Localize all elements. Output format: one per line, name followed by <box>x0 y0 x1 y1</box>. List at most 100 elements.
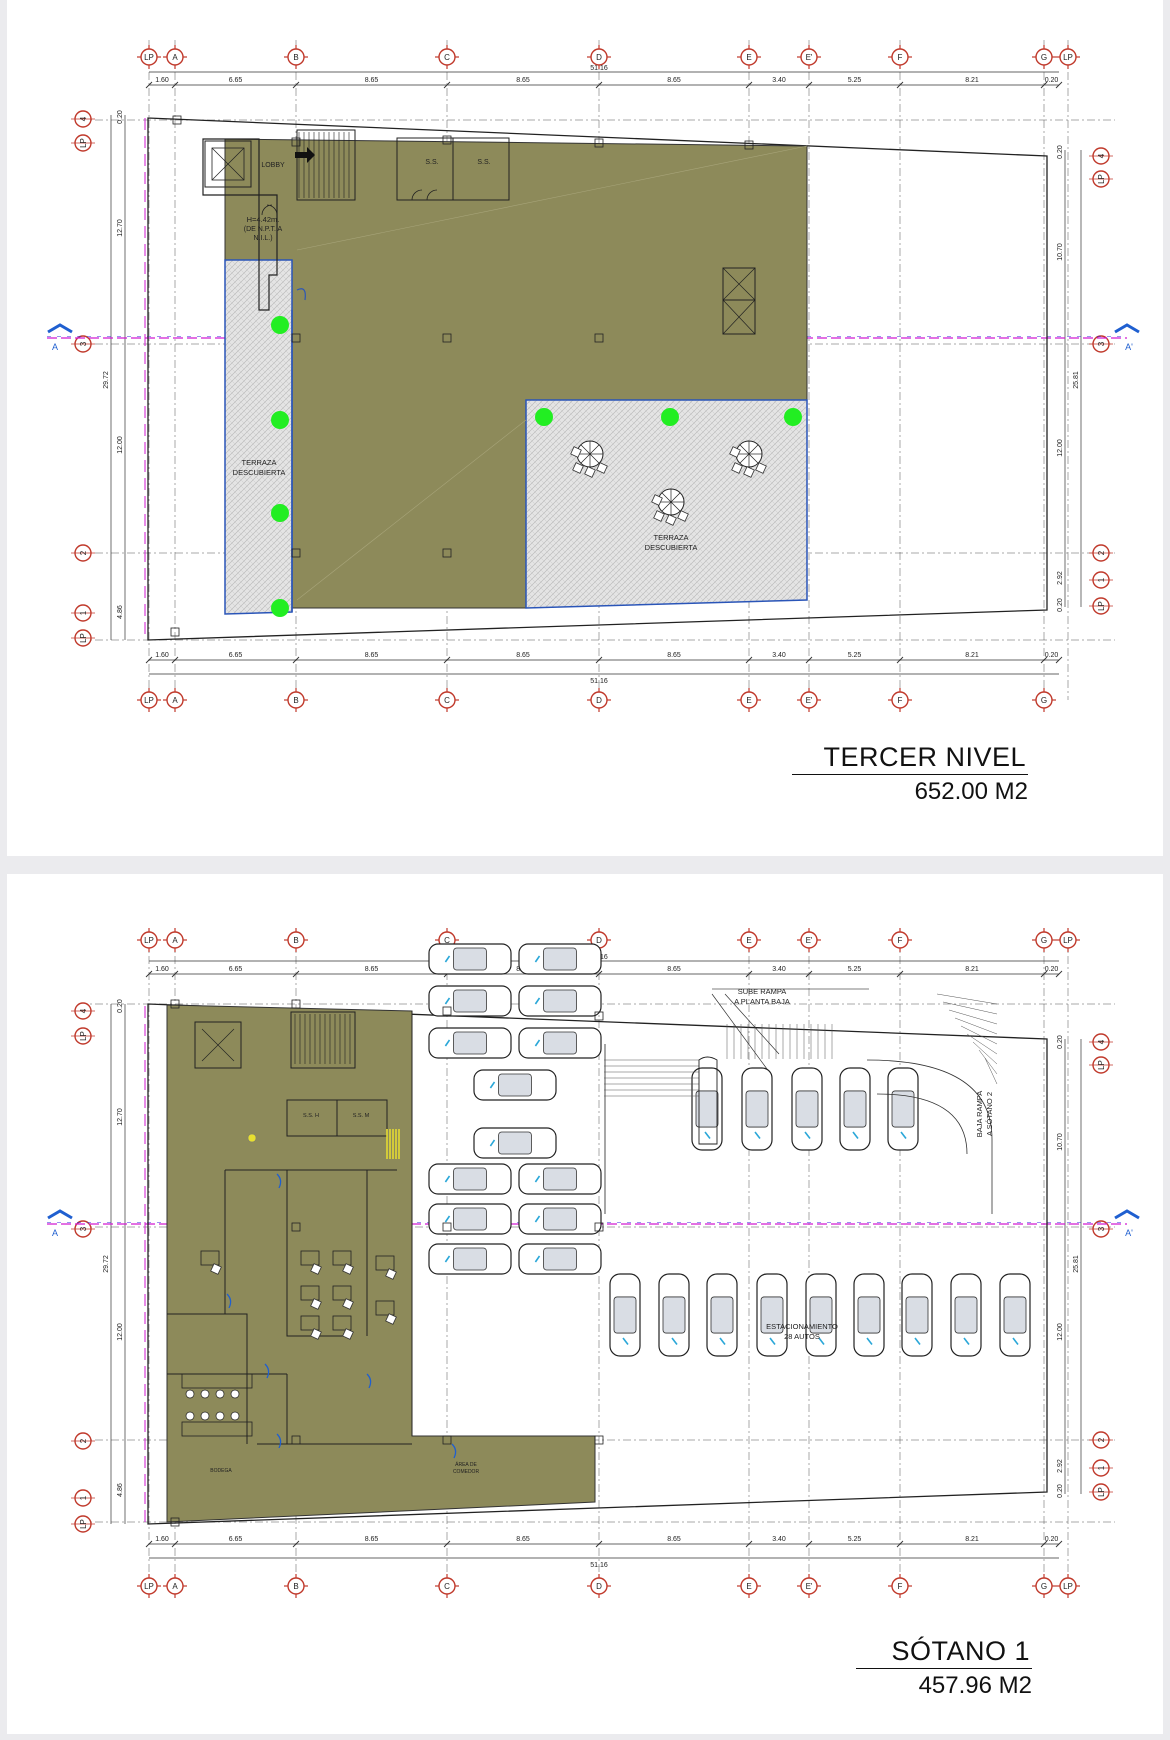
terrace-umbrella-table <box>651 488 689 526</box>
grid-axis-marker: LP <box>137 45 161 69</box>
car-windshield-mark <box>866 1337 873 1346</box>
axis-marker-label: D <box>596 1582 602 1591</box>
curved-ramp <box>866 1059 993 1214</box>
dimension-tick <box>745 970 753 978</box>
site-boundary <box>147 1003 1048 1525</box>
structural-column <box>594 333 604 343</box>
axis-marker-label: G <box>1041 696 1047 705</box>
section-label-left: A <box>52 342 58 352</box>
parked-car <box>609 1273 641 1357</box>
plan-title-block: TERCER NIVEL 652.00 M2 <box>792 742 1028 807</box>
grid-axis-marker: C <box>435 688 459 712</box>
axis-marker-label: D <box>596 696 602 705</box>
total-dimension-value: 51.16 <box>590 65 608 72</box>
duct-shaft <box>722 299 756 335</box>
office-chair <box>653 510 665 522</box>
structural-column <box>442 1222 452 1232</box>
grid-axis-marker: G <box>1032 1574 1056 1598</box>
dimension-value: 12.00 <box>117 1323 124 1341</box>
parked-car <box>518 1027 602 1059</box>
dimension-tick <box>805 970 813 978</box>
dimension-value: 12.00 <box>1057 1323 1064 1341</box>
car-windshield-mark <box>444 997 451 1005</box>
axis-marker-label: G <box>1041 53 1047 62</box>
stair-enclosure <box>296 129 356 201</box>
car-windshield-mark <box>534 997 541 1005</box>
green-point-marker <box>271 504 289 522</box>
grid-row-marker: 3 <box>71 1220 95 1238</box>
grid-row-marker: 2 <box>71 544 95 562</box>
car-roof <box>543 1207 577 1231</box>
car-roof <box>843 1090 867 1128</box>
office-desk <box>332 1315 352 1331</box>
structural-column <box>442 548 452 558</box>
office-desk <box>200 1250 220 1266</box>
section-arrow-right <box>1114 1209 1140 1220</box>
dimension-tick <box>896 81 904 89</box>
dimension-tick <box>805 1540 813 1548</box>
dimension-value: 0.20 <box>1045 77 1059 84</box>
office-chair <box>677 510 689 522</box>
grid-row-marker: 1 <box>71 1489 95 1507</box>
car-windshield-mark <box>444 1175 451 1183</box>
dimension-value: 10.70 <box>1057 1133 1064 1151</box>
dining-label: COMEDOR <box>453 1469 480 1475</box>
total-dimension-value: 51.16 <box>590 1562 608 1569</box>
structural-column <box>442 135 452 145</box>
car-roof <box>710 1296 734 1334</box>
structural-column <box>170 627 180 637</box>
dimension-tick <box>1040 656 1048 664</box>
dimension-value: 0.20 <box>1057 145 1064 159</box>
parked-car <box>473 1069 557 1101</box>
car-windshield-mark <box>622 1337 629 1346</box>
car-windshield-mark <box>444 1039 451 1047</box>
height-note: N.I.L.) <box>253 235 272 242</box>
ramp-line <box>972 1041 998 1065</box>
axis-marker-label: C <box>444 1582 450 1591</box>
dimension-tick <box>1040 1540 1048 1548</box>
storage-label: BODEGA <box>210 1468 232 1474</box>
grid-axis-marker: LP <box>1056 45 1080 69</box>
parked-car <box>518 1203 602 1235</box>
dimension-value: 0.20 <box>1057 1035 1064 1049</box>
dining-table <box>181 1421 253 1437</box>
office-chair <box>743 466 755 478</box>
site-boundary <box>147 117 1048 641</box>
dining-label: ÁREA DE <box>455 1461 477 1468</box>
umbrella-rib <box>589 444 600 455</box>
grid-row-marker: LP <box>1089 170 1113 188</box>
ramp-label: A PLANTA BAJA <box>734 997 790 1006</box>
dimension-tick <box>145 81 153 89</box>
parked-car <box>473 1127 557 1159</box>
parked-car <box>887 1067 919 1151</box>
parked-car <box>999 1273 1031 1357</box>
ramp-line <box>942 1001 998 1015</box>
row-marker-label: 4 <box>1097 153 1106 158</box>
grid-axis-marker: LP <box>137 688 161 712</box>
dimension-value: 12.00 <box>117 436 124 454</box>
door-swing <box>451 1443 457 1459</box>
car-windshield-mark <box>534 1215 541 1223</box>
ramp-label: A SÓTANO 2 <box>985 1092 994 1136</box>
axis-marker-label: E' <box>806 696 813 705</box>
car-windshield-mark <box>900 1131 907 1140</box>
office-chair <box>310 1328 322 1340</box>
duct-shaft-x <box>722 267 756 335</box>
door-swing <box>276 1173 282 1189</box>
structural-column <box>594 1222 604 1232</box>
row-marker-label: 2 <box>79 550 88 555</box>
row-marker-label: 3 <box>1097 341 1106 346</box>
umbrella-rib <box>739 453 750 464</box>
dimension-value: 0.20 <box>1045 966 1059 973</box>
ramp-edge <box>711 993 780 1070</box>
dimension-value: 5.25 <box>848 652 862 659</box>
dimension-value: 3.40 <box>772 966 786 973</box>
office-desk <box>300 1250 320 1266</box>
dimension-value: 2.92 <box>1057 1459 1064 1473</box>
parked-car <box>428 1243 512 1275</box>
grid-axis-marker: A <box>163 928 187 952</box>
dimension-tick <box>745 656 753 664</box>
grid-axis-marker: E <box>737 688 761 712</box>
axis-marker-label: E <box>746 53 751 62</box>
